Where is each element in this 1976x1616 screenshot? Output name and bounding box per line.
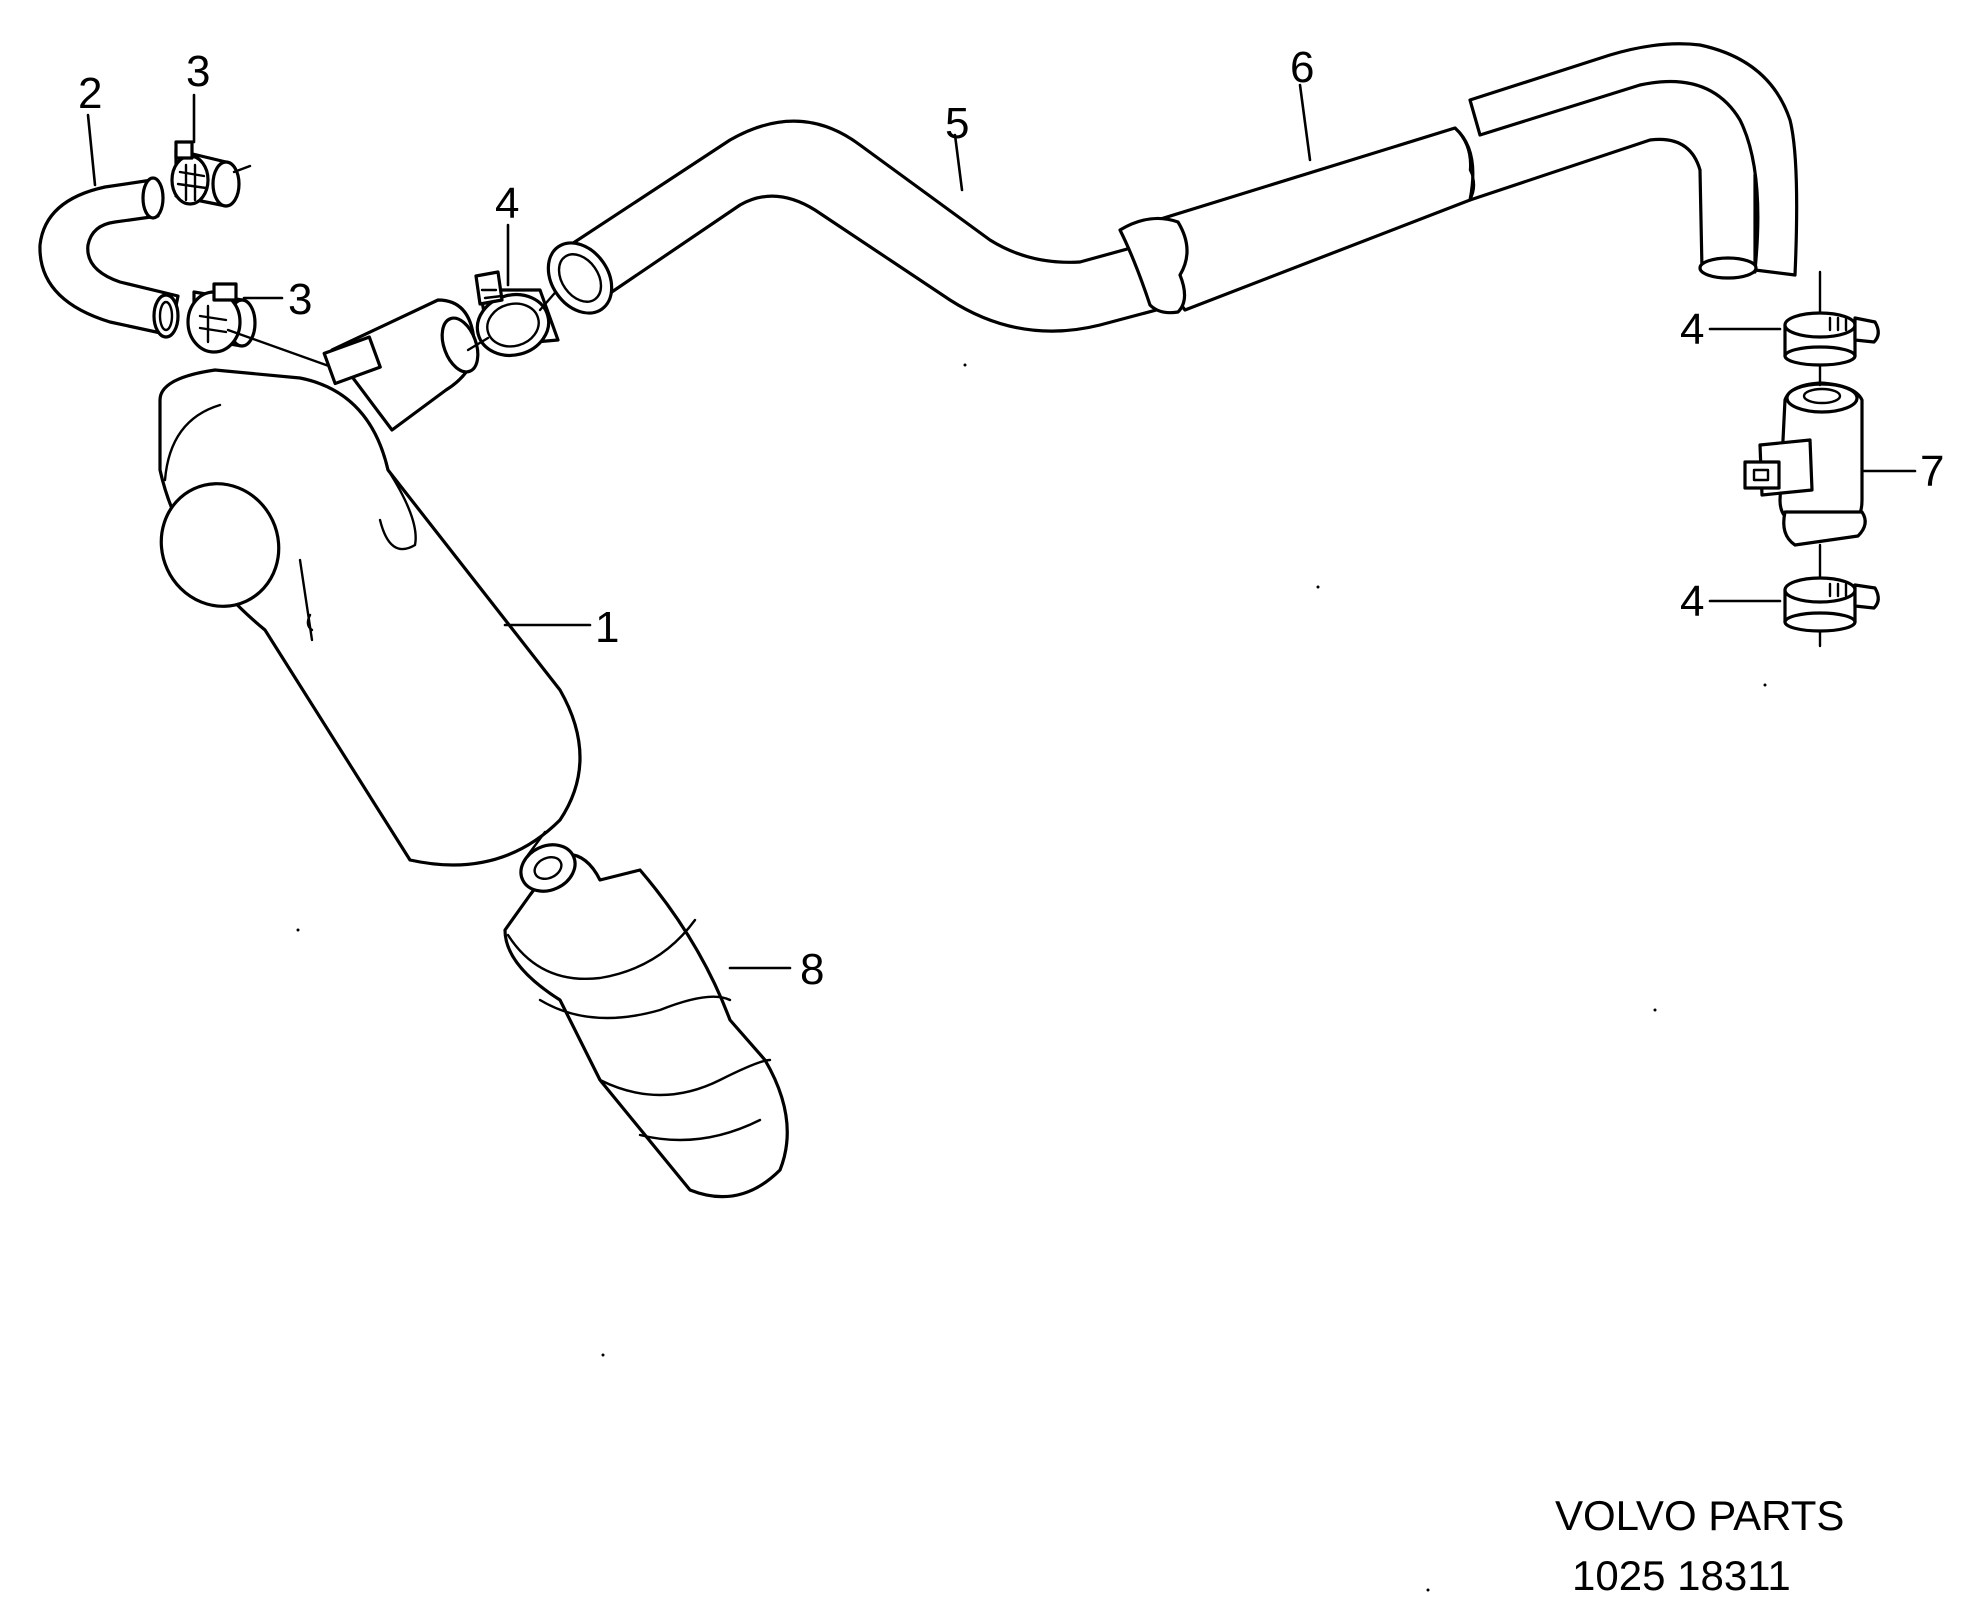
clamp-part-4-top [474, 270, 560, 358]
callout-4: 4 [1680, 305, 1704, 354]
clamp-part-3-top [170, 140, 252, 208]
callout-2: 2 [78, 69, 102, 118]
callout-7: 7 [1920, 447, 1944, 496]
assembly-line [466, 336, 490, 352]
hose-part-5 [546, 119, 1177, 333]
t-connector-part-7 [1743, 381, 1867, 547]
callout-3: 3 [186, 47, 210, 96]
callout-3: 3 [288, 275, 312, 324]
callout-4: 4 [495, 179, 519, 228]
sleeve-part-6 [1118, 126, 1476, 315]
separator-part-1 [158, 298, 582, 867]
callout-8: 8 [800, 945, 824, 994]
clamp-part-4-right-top [1783, 311, 1880, 367]
leader-line [1298, 83, 1312, 162]
callout-4: 4 [1680, 577, 1704, 626]
callout-5: 5 [945, 99, 969, 148]
clamp-part-4-right-bottom [1783, 576, 1880, 633]
leader-line [953, 133, 964, 192]
footer-brand: VOLVO PARTS [1555, 1492, 1844, 1539]
clamp-part-3-bottom [186, 282, 257, 354]
hose-part-5-end [1468, 42, 1799, 280]
assembly-line [226, 328, 342, 372]
assembly-line [526, 830, 547, 857]
footer-code: 1025 18311 [1572, 1552, 1791, 1599]
hose-part-2 [38, 176, 180, 339]
leader-line [86, 113, 97, 187]
filter-part-8 [503, 843, 789, 1199]
callout-6: 6 [1290, 43, 1314, 92]
callout-1: 1 [595, 603, 619, 652]
